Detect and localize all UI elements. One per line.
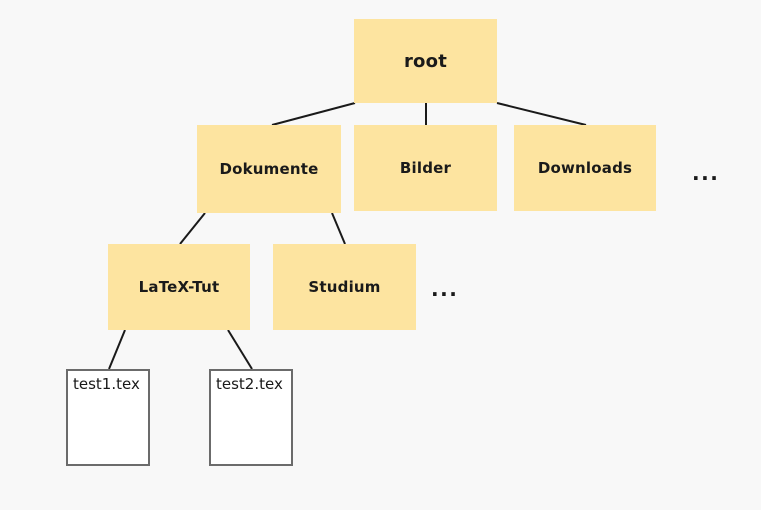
node-studium[interactable]: Studium bbox=[273, 244, 416, 330]
node-bilder[interactable]: Bilder bbox=[354, 125, 497, 211]
edge-dokumente-to-latex-tut bbox=[179, 212, 206, 245]
node-file-test1[interactable]: test1.tex bbox=[66, 369, 150, 466]
edge-root-to-dokumente bbox=[271, 102, 356, 126]
ellipsis-row-three: ... bbox=[431, 277, 459, 301]
edge-dokumente-to-studium bbox=[331, 212, 346, 245]
edge-latex-tut-to-test2 bbox=[227, 329, 253, 370]
ellipsis-row-two: ... bbox=[692, 161, 720, 185]
node-root[interactable]: root bbox=[354, 19, 497, 103]
edge-latex-tut-to-test1 bbox=[108, 329, 126, 370]
edge-root-to-downloads bbox=[496, 102, 587, 126]
node-downloads[interactable]: Downloads bbox=[514, 125, 656, 211]
node-dokumente[interactable]: Dokumente bbox=[197, 125, 341, 213]
node-file-test2[interactable]: test2.tex bbox=[209, 369, 293, 466]
node-latex-tut[interactable]: LaTeX-Tut bbox=[108, 244, 250, 330]
